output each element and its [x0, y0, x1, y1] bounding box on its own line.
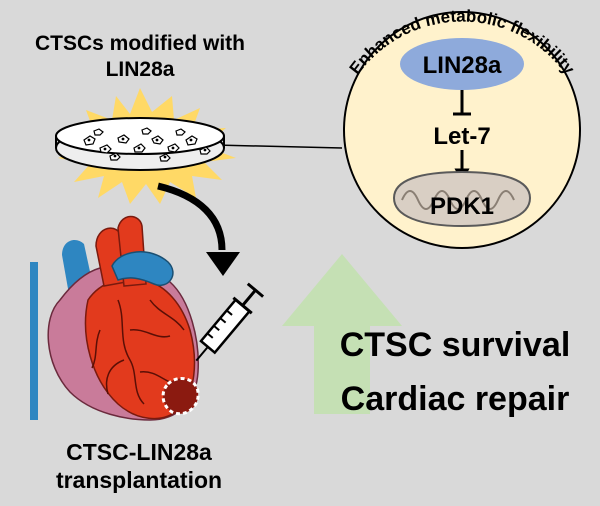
mitochondrion-icon: [392, 170, 532, 228]
title-line-2: LIN28a: [106, 58, 175, 81]
outcome-survival: CTSC survival: [340, 326, 571, 364]
pathway-circle: Enhanced metabolic flexibility LIN28a Le…: [343, 7, 581, 249]
node-pdk1-label: PDK1: [430, 193, 494, 220]
syringe-icon: [195, 282, 265, 362]
title-line-1: CTSCs modified with: [35, 32, 245, 55]
connector-line: [214, 144, 343, 149]
node-let7-label: Let-7: [433, 123, 490, 150]
node-lin28a: [400, 38, 524, 90]
outcome-repair: Cardiac repair: [341, 380, 570, 418]
curved-arrow: [157, 182, 240, 276]
transplant-line-1: CTSC-LIN28a: [66, 439, 212, 465]
heart-icon: [30, 215, 200, 421]
petri-dish-icon: [55, 88, 236, 204]
node-lin28a-label: LIN28a: [423, 52, 502, 79]
inhibit-edge: [453, 90, 471, 116]
transplant-line-2: transplantation: [56, 467, 222, 493]
up-arrow-icon: [282, 254, 402, 414]
